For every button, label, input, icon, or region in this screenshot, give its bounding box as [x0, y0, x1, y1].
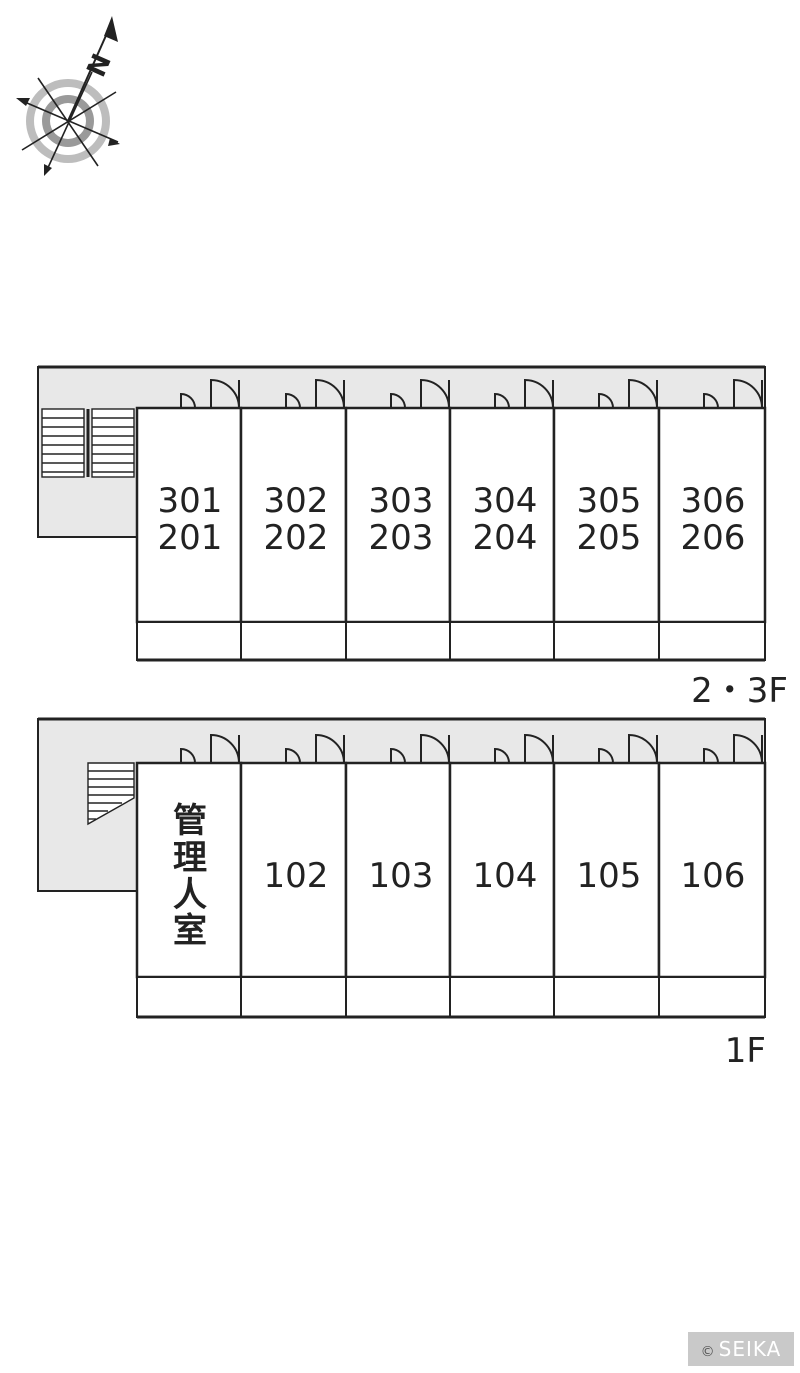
manager-room-char-3: 人: [173, 875, 207, 915]
upper-staircase: [41, 408, 135, 478]
manager-room-char-4: 室: [173, 911, 207, 951]
unit-205-label: 205: [577, 518, 642, 558]
ground-units: [135, 761, 767, 979]
unit-103-label: 103: [369, 856, 434, 896]
unit-105-label: 105: [577, 856, 642, 896]
unit-305-label: 305: [577, 481, 642, 521]
ground-floor-label: 1F: [725, 1031, 766, 1071]
copyright-symbol: ©: [700, 1344, 716, 1360]
ground-balconies: [136, 976, 766, 1018]
manager-room-char-1: 管: [173, 801, 207, 841]
unit-303-label: 303: [369, 481, 434, 521]
unit-204-label: 204: [473, 518, 538, 558]
compass-rose-icon: N: [16, 16, 120, 176]
upper-doors: [180, 378, 763, 409]
copyright-badge: ©SEIKA: [688, 1332, 794, 1366]
upper-unit-labels: 301 201 302 202 303 203 304 204 305 205 …: [158, 481, 746, 558]
ground-doors: [180, 733, 763, 764]
unit-301-label: 301: [158, 481, 223, 521]
upper-balconies: [136, 621, 766, 661]
unit-102-label: 102: [264, 856, 329, 896]
upper-units: [135, 406, 767, 624]
unit-302-label: 302: [264, 481, 329, 521]
unit-202-label: 202: [264, 518, 329, 558]
unit-201-label: 201: [158, 518, 223, 558]
unit-206-label: 206: [681, 518, 746, 558]
unit-203-label: 203: [369, 518, 434, 558]
upper-floor-plan: 301 201 302 202 303 203 304 204 305 205 …: [37, 365, 788, 711]
ground-staircase: [87, 762, 135, 826]
ground-unit-labels: 102 103 104 105 106: [264, 856, 746, 896]
unit-104-label: 104: [473, 856, 538, 896]
unit-304-label: 304: [473, 481, 538, 521]
manager-room-char-2: 理: [173, 838, 207, 878]
unit-306-label: 306: [681, 481, 746, 521]
copyright-text: SEIKA: [718, 1337, 782, 1361]
manager-room-label: 管 理 人 室: [173, 801, 207, 951]
upper-floor-label: 2・3F: [691, 671, 788, 711]
unit-106-label: 106: [681, 856, 746, 896]
ground-floor-plan: 管 理 人 室 102 103 104 105 106 1F: [37, 717, 767, 1071]
